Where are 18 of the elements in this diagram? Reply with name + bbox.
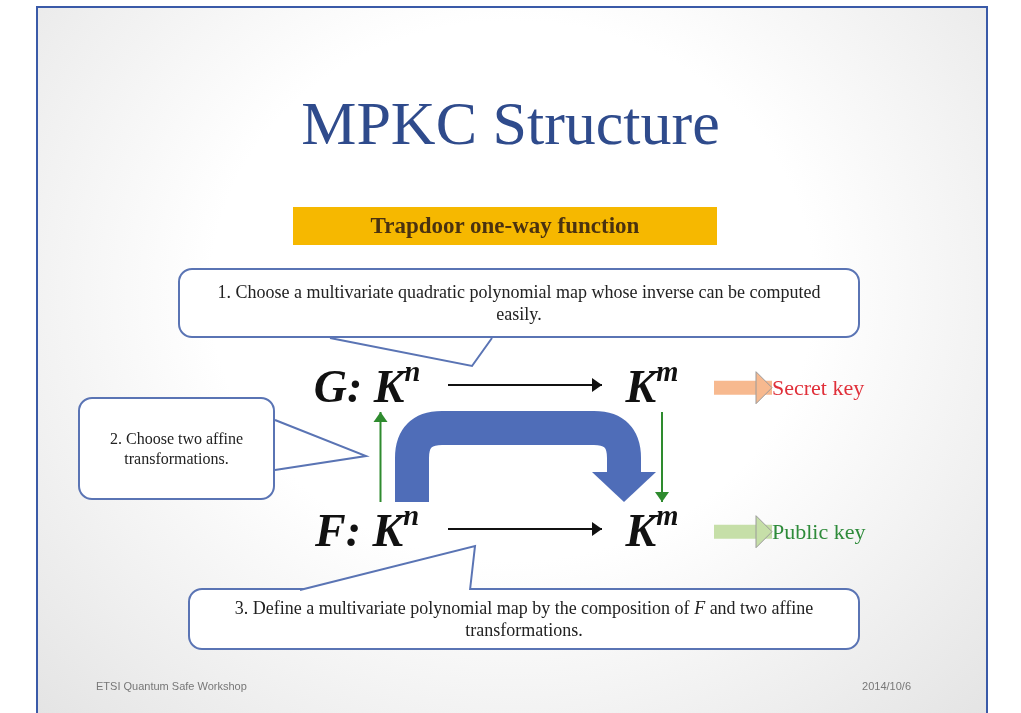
math-expression: G: K$^{n}$ <box>292 358 442 412</box>
footer-text: ETSI Quantum Safe Workshop <box>96 680 247 692</box>
math-expression: F: K$^{n}$ <box>292 502 442 556</box>
arrow <box>714 515 773 549</box>
key-label: Secret key <box>772 371 912 405</box>
arrow <box>714 371 773 405</box>
arrow <box>655 411 669 503</box>
speech-bubble: 1. Choose a multivariate quadratic polynomial map whose inverse can be computed easily. <box>178 268 860 338</box>
arrow <box>373 411 388 503</box>
heading-banner: Trapdoor one-way function <box>293 207 717 245</box>
key-label: Public key <box>772 515 912 549</box>
slide-title: MPKC Structure <box>300 88 721 159</box>
footer-text: 2014/10/6 <box>862 680 911 692</box>
arrow <box>447 522 603 536</box>
arrow <box>447 378 603 392</box>
math-expression: K$^{m}$ <box>602 502 702 556</box>
speech-bubble: 2. Choose two affine transformations. <box>78 397 275 500</box>
math-expression: K$^{m}$ <box>602 358 702 412</box>
